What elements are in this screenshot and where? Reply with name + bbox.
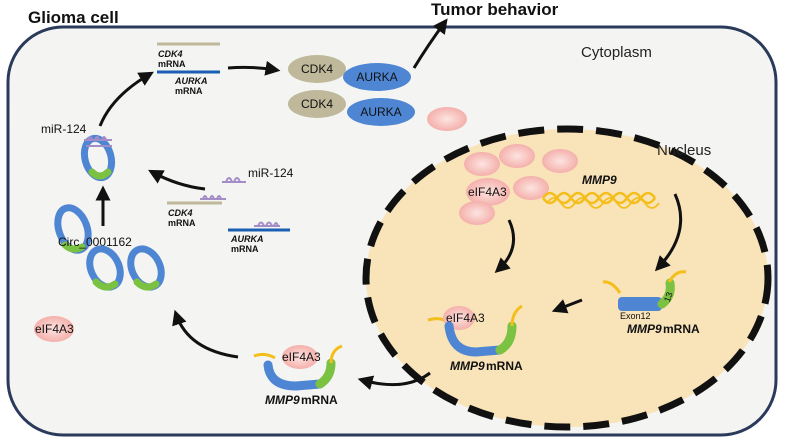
dna-strand-2 [541,191,657,205]
dna-strand-3 [546,197,660,209]
eif4a3-cyto [34,316,74,342]
aurka-mrna-mid-gene: AURKA [230,234,264,244]
complex-cyto-blue [263,360,325,391]
arrow-sponge-to-mrna [98,71,154,127]
arrow-nuclear-export [357,371,431,391]
aurka-protein-1-label: AURKA [356,70,397,84]
aurka-mrna-top-gene: AURKA [174,76,208,86]
circrna-ring-1 [54,204,92,254]
nucleus [362,125,772,431]
circrna-sponge [80,134,116,182]
arrow-complex-to-circrna [172,309,239,359]
complex-nucleus-word: mRNA [486,359,523,373]
aurka-protein-2-label: AURKA [360,105,401,119]
circrna-ring-2 [86,245,124,291]
cdk4-mrna-mid-gene: CDK4 [168,208,193,218]
complex-cyto-word: mRNA [301,393,338,407]
mmp9-mrna-nucleus-gene: MMP9 [627,322,662,336]
eif4a3-sphere [513,176,549,200]
arrow-mir-to-circrna [148,169,206,191]
cdk4-mrna-top-gene: CDK4 [158,49,183,59]
circrna-label: Circ_0001162 [58,235,132,249]
arrow-mrna-to-complex [551,298,583,314]
cdk4-mrna-top-word: mRNA [158,59,186,69]
mir124-on-aurka [254,221,280,227]
cdk4-protein-2 [288,90,346,118]
eif4a3-sphere [459,201,495,225]
cdk4-protein-1 [288,55,346,83]
aurka-mrna-top-word: mRNA [175,86,203,96]
mmp9-gene-label: MMP9 [582,173,617,187]
aurka-protein-1 [343,63,411,91]
eif4a3-sphere [466,178,510,206]
eif4a3-sphere [464,152,500,176]
mmp9-mrna-nucleus-utr-left [602,280,622,294]
mir124-on-cdk4 [200,195,226,200]
mmp9-mrna-nucleus-word: mRNA [663,322,700,336]
cdk4-mrna-mid-word: mRNA [168,218,196,228]
nucleus-label: Nucleus [657,142,711,159]
complex-nucleus-blue [444,321,505,357]
eif4a3-sphere [542,149,578,173]
eif4a3-sphere [499,144,535,168]
arrow-eif-to-complex [494,219,516,274]
eif4a3-nucleus-label: eIF4A3 [468,185,507,199]
aurka-protein-2 [347,98,415,126]
complex-cyto-eif4a3-label: eIF4A3 [282,350,321,364]
cell-title: Glioma cell [28,8,119,27]
complex-nucleus-utr-right [510,304,523,327]
exon13-label: 13 [662,291,675,304]
complex-cyto-gene: MMP9 [265,393,300,407]
mir124-free [222,177,246,183]
complex-cyto-utr-left [253,352,276,360]
eif4a3-sphere [427,107,467,131]
arrow-dna-to-mrna [654,193,683,272]
arrow-to-tumor-behavior [412,18,448,69]
complex-cyto-green [315,358,336,389]
mmp9-mrna-nucleus-exon13 [657,278,675,309]
complex-nucleus-green [495,321,517,355]
complex-cyto-utr-right [329,344,343,364]
aurka-mrna-mid-word: mRNA [231,244,259,254]
arrow-mrna-to-protein [227,60,281,76]
mmp9-mrna-nucleus-utr-right [667,270,687,283]
complex-nucleus-eif4a3-label: eIF4A3 [446,311,485,325]
eif4a3-cyto-label: eIF4A3 [35,322,74,336]
mir124-mid-label: miR-124 [248,166,294,180]
circrna-ring-3 [127,245,165,291]
outcome-label: Tumor behavior [431,0,559,19]
cytoplasm-label: Cytoplasm [581,44,652,61]
cdk4-protein-2-label: CDK4 [301,97,333,111]
cdk4-protein-1-label: CDK4 [301,62,333,76]
complex-nucleus-gene: MMP9 [450,359,485,373]
mir124-sponge-label: miR-124 [41,122,87,136]
exon12-label: Exon12 [620,311,651,321]
mmp9-mrna-nucleus-exon12 [618,297,662,311]
complex-cyto-eif4a3 [282,345,318,369]
